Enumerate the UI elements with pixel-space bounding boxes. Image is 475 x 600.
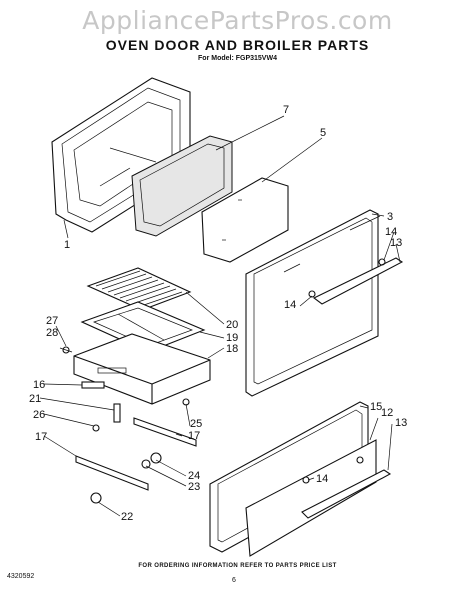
callout-25: 25: [190, 418, 202, 430]
callout-13-upper: 13: [390, 237, 402, 249]
callout-15: 15: [370, 401, 382, 413]
callout-13-lower: 13: [395, 417, 407, 429]
ordering-note: FOR ORDERING INFORMATION REFER TO PARTS …: [138, 563, 337, 569]
callout-17-right: 17: [188, 430, 200, 442]
callout-26: 26: [33, 409, 45, 421]
callout-14-lower: 14: [316, 473, 328, 485]
document-number: 4320592: [7, 573, 35, 580]
door-insulation: [131, 135, 233, 237]
broiler-drawer: [73, 333, 211, 405]
callout-28: 28: [46, 327, 58, 339]
page-number: 6: [232, 577, 236, 584]
callout-5: 5: [320, 127, 326, 139]
callout-21: 21: [29, 393, 41, 405]
inner-door-panel: [201, 177, 289, 263]
page-title: OVEN DOOR AND BROILER PARTS: [105, 37, 370, 53]
callout-19: 19: [226, 332, 238, 344]
callout-16: 16: [33, 379, 45, 391]
callout-1: 1: [64, 239, 70, 251]
callout-12: 12: [381, 407, 393, 419]
leader-lines: [39, 115, 401, 517]
slide-rails: [75, 398, 197, 491]
callout-labels: 1 7 5 3 14 13 14 27 28 20 19 18 16 21 26…: [29, 104, 407, 523]
model-label: For Model: FGP315VW4: [198, 55, 277, 62]
watermark-text: AppliancePartsPros.com: [82, 6, 393, 35]
lower-drawer-panel: [209, 401, 392, 557]
callout-27: 27: [46, 315, 58, 327]
rollers: [90, 452, 162, 504]
callout-24: 24: [188, 470, 200, 482]
callout-23: 23: [188, 481, 200, 493]
broiler-grid: [86, 267, 192, 311]
callout-14-door: 14: [284, 299, 296, 311]
callout-20: 20: [226, 319, 238, 331]
callout-22: 22: [121, 511, 133, 523]
callout-3: 3: [387, 211, 393, 223]
callout-17-left: 17: [35, 431, 47, 443]
callout-14-upper: 14: [385, 226, 397, 238]
oven-door-assembly: [245, 209, 404, 397]
small-parts-left: [59, 346, 121, 432]
callout-7: 7: [283, 104, 289, 116]
callout-18: 18: [226, 343, 238, 355]
